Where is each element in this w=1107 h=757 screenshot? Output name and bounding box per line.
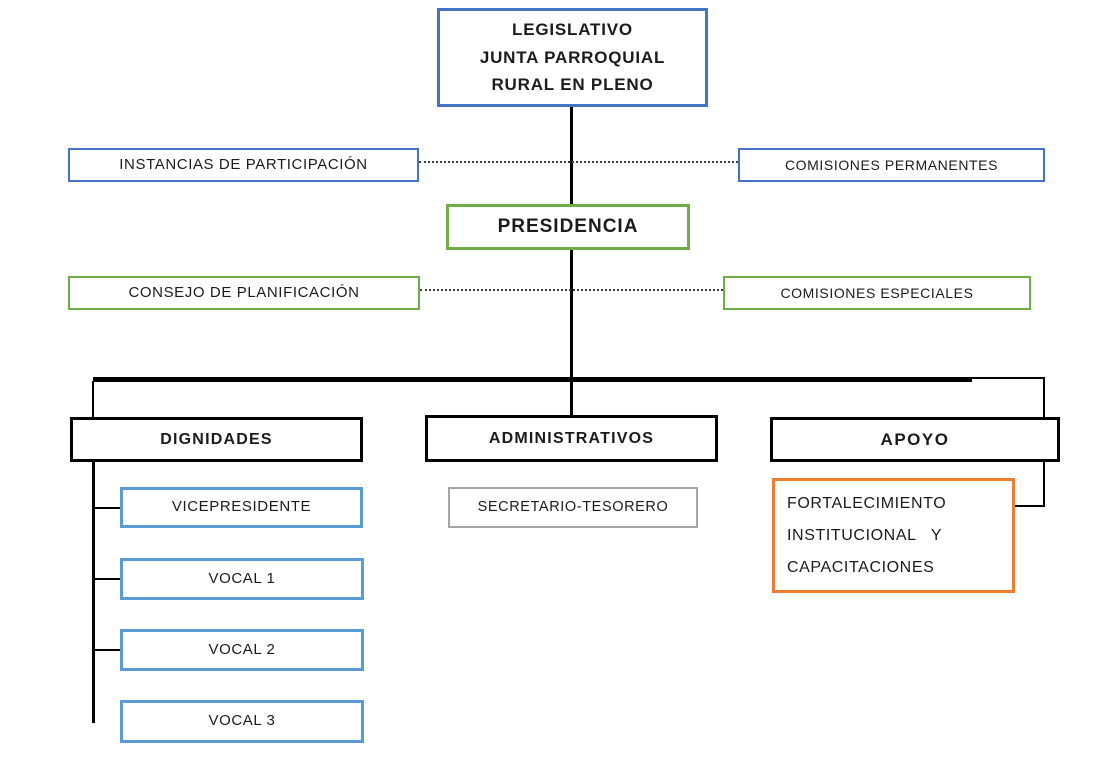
connector-instancias-comisiones-permanentes: [419, 161, 738, 163]
node-comisiones-especiales: COMISIONES ESPECIALES: [723, 276, 1031, 310]
node-instancias-de-participacion: INSTANCIAS DE PARTICIPACIÓN: [68, 148, 419, 182]
connector-apoyo-fortalecimiento: [1015, 505, 1045, 507]
node-vicepresidente: VICEPRESIDENTE: [120, 487, 363, 528]
connector-consejo-comisiones-especiales: [420, 289, 723, 291]
connector-trunk-vocal1: [94, 578, 120, 580]
connector-bar-apoyo: [1043, 379, 1045, 417]
node-vocal-3: VOCAL 3: [120, 700, 364, 743]
connector-bar-extension-right: [970, 377, 1045, 379]
connector-horizontal-bar: [93, 377, 972, 382]
connector-bar-dignidades: [92, 381, 94, 417]
connector-dignidades-trunk: [92, 462, 95, 723]
node-legislativo-junta-parroquial: LEGISLATIVO JUNTA PARROQUIAL RURAL EN PL…: [437, 8, 708, 107]
node-comisiones-permanentes: COMISIONES PERMANENTES: [738, 148, 1045, 182]
node-consejo-de-planificacion: CONSEJO DE PLANIFICACIÓN: [68, 276, 420, 310]
node-dignidades: DIGNIDADES: [70, 417, 363, 462]
connector-presidencia-administrativos: [570, 250, 573, 416]
node-vocal-2: VOCAL 2: [120, 629, 364, 671]
connector-legislativo-presidencia: [570, 107, 573, 205]
node-vocal-1: VOCAL 1: [120, 558, 364, 600]
node-administrativos: ADMINISTRATIVOS: [425, 415, 718, 462]
node-presidencia: PRESIDENCIA: [446, 204, 690, 250]
connector-apoyo-down: [1043, 462, 1045, 507]
connector-trunk-vocal2: [94, 649, 120, 651]
node-fortalecimiento-institucional: FORTALECIMIENTO INSTITUCIONAL Y CAPACITA…: [772, 478, 1015, 593]
node-apoyo: APOYO: [770, 417, 1060, 462]
node-secretario-tesorero: SECRETARIO-TESORERO: [448, 487, 698, 528]
connector-trunk-vicepresidente: [94, 507, 120, 509]
